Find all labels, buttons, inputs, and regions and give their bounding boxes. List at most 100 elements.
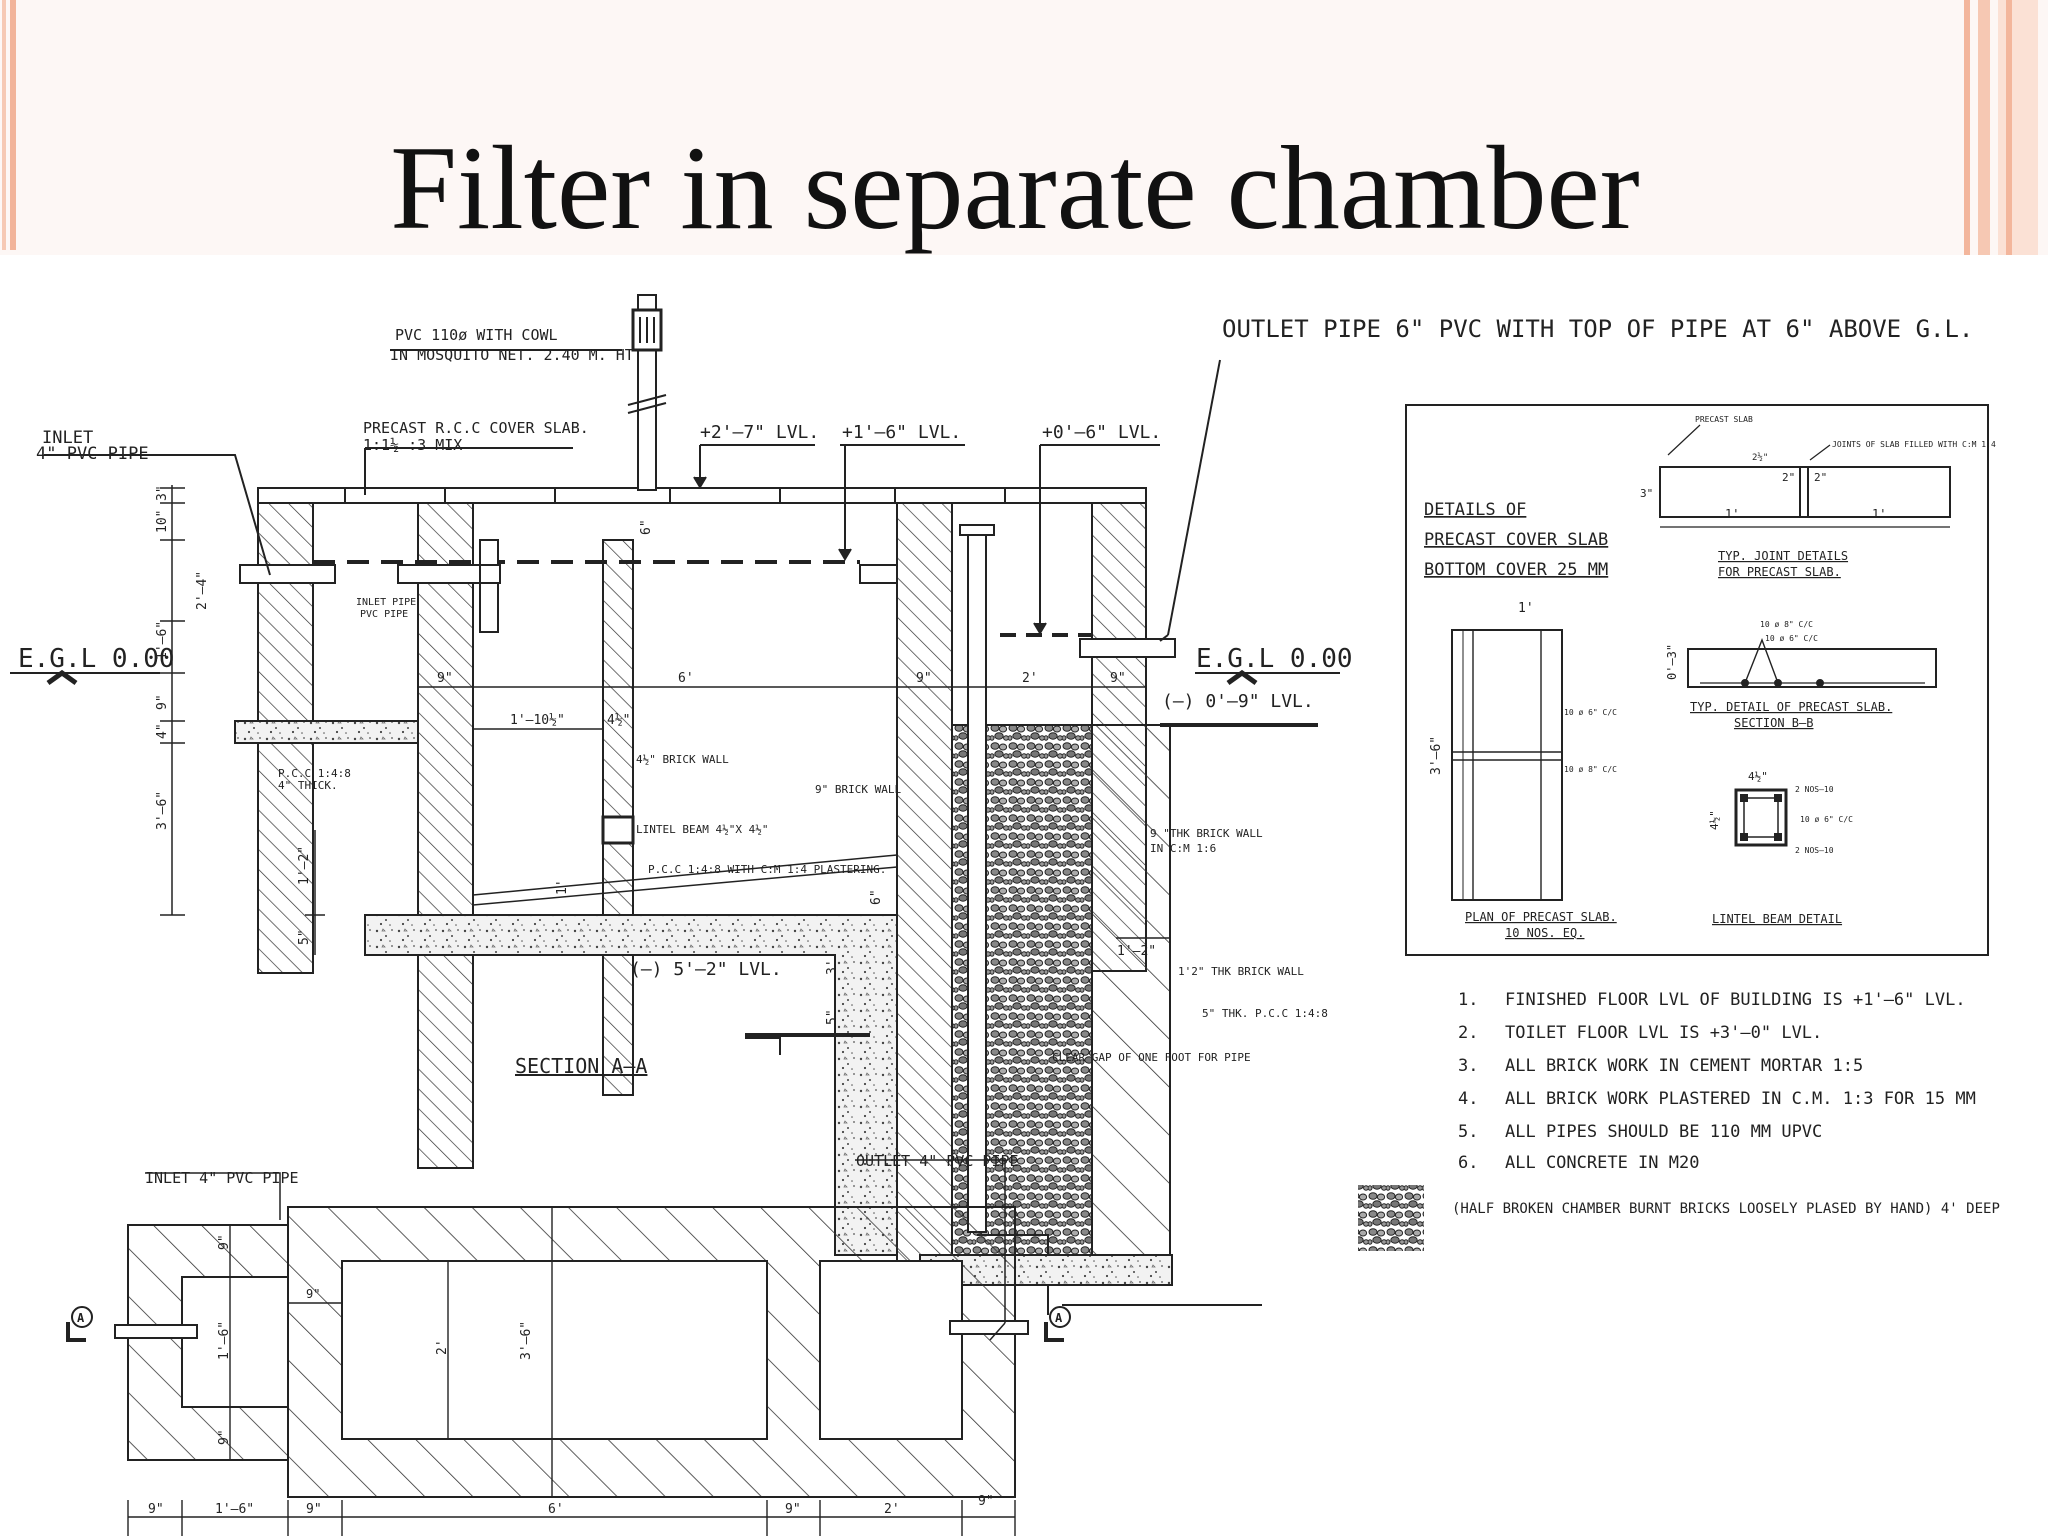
thk-brick-label-2: IN C:M 1:6 [1150,842,1216,855]
section-vertical-dims: 3" 10" 2'–4" 1'–6" 9" 4" 3'–6" 1'–2" 5" … [155,485,884,1025]
note-3-num: 3. [1458,1056,1478,1076]
vdim-1: 1' [555,879,570,895]
brick-wall-middle [896,502,953,1264]
plan-caption-1: PLAN OF PRECAST SLAB. [1465,910,1617,924]
plan-bottom-dim-2: 1'–6" [215,1502,254,1517]
plan-dim-3-6: 3'–6" [519,1321,534,1360]
note-3-text: ALL BRICK WORK IN CEMENT MORTAR 1:5 [1505,1056,1863,1076]
vdim-5-floor: 5" [825,1009,840,1025]
vdim-3-6: 3'–6" [155,791,170,830]
plan-caption-2: 10 NOS. EQ. [1505,926,1584,940]
egl-left-label: E.G.L 0.00 [18,644,175,674]
vdim-6-vent: 6" [639,519,654,535]
plan-inlet-chamber [181,1276,289,1408]
joint-dim-6: 2½" [1752,452,1768,463]
section-a-a [10,294,1340,1315]
vdim-3-floor: 3' [825,959,840,975]
dim-1-10-5: 1'–10½" [510,713,565,728]
note-5-num: 5. [1458,1122,1478,1142]
pcc-label-2: 4" THICK. [278,779,338,792]
lintel-beam-section [601,815,635,845]
vdim-1-2: 1'–2" [297,846,312,885]
plan-bottom-dim-5: 9" [785,1502,801,1517]
note-6-num: 6. [1458,1153,1478,1173]
thick-brick-wall [1091,724,1171,1256]
left-stripe-decoration [2,0,16,250]
section-bar-1: 10 ø 8" C/C [1760,620,1813,629]
plan-dim-9-top: 9" [217,1234,232,1250]
section-marker-right-icon [1049,1306,1071,1328]
note-2-text: TOILET FLOOR LVL IS +3'–0" LVL. [1505,1023,1822,1043]
plan-bottom-dim-4: 6' [548,1502,564,1517]
lintel-caption: LINTEL BEAM DETAIL [1712,912,1842,926]
inlet-pipe-label-2: PVC PIPE [360,609,408,620]
engineering-drawing: PVC 110ø WITH COWL IN MOSQUITO NET. 2.40… [10,294,2000,1536]
plan-bottom-dim-6: 2' [884,1502,900,1517]
dim-1-2-horizontal: 1'–2" [1117,944,1156,959]
outlet-pipe-note: OUTLET PIPE 6" PVC WITH TOP OF PIPE AT 6… [1222,315,1973,343]
pcc-5-label: 5" THK. P.C.C 1:4:8 [1202,1007,1328,1020]
typ-joint-caption-1: TYP. JOINT DETAILS [1718,549,1848,563]
pcc-label-1: P.C.C 1:4:8 [278,767,351,780]
egl-right-label: E.G.L 0.00 [1196,644,1353,674]
inlet-pipe-label-1: INLET PIPE [356,597,416,608]
plan-width-dim: 1' [1518,601,1534,616]
level-plus-1-6: +1'–6" LVL. [842,422,961,443]
note-2-num: 2. [1458,1023,1478,1043]
note-1-num: 1. [1458,990,1478,1010]
gravel-legend: (HALF BROKEN CHAMBER BURNT BRICKS LOOSEL… [1358,1185,2000,1251]
inlet-label-2: 4" PVC PIPE [36,444,149,464]
details-heading-3: BOTTOM COVER 25 MM [1424,560,1608,580]
joint-dim-5: 3" [1640,487,1653,500]
lintel-bar-top: 2 NOS–10 [1795,785,1834,794]
inlet-label-1: INLET [42,428,93,448]
plan-bar-1: 10 ø 6" C/C [1564,708,1617,717]
right-stripe-decoration [1964,0,2038,255]
clear-gap-label: CLEAR GAP OF ONE FOOT FOR PIPE [1052,1051,1251,1064]
joints-note: JOINTS OF SLAB FILLED WITH C:M 1:4 [1832,440,1996,449]
pvc-cowl-label-2: IN MOSQUITO NET. 2.40 M. HT [390,346,634,364]
joint-dim-4: 1' [1872,507,1886,521]
plan-outlet-label: OUTLET 4" PVC PIPE [856,1152,1019,1170]
note-6-text: ALL CONCRETE IN M20 [1505,1153,1699,1173]
plan-height-dim: 3'–6" [1429,736,1444,775]
vdim-3: 3" [155,485,170,501]
dim-2: 2' [1022,671,1038,686]
dim-9-mid: 9" [916,671,932,686]
inlet-tee-pipe [397,564,481,584]
joint-dim-2: 2" [1814,471,1827,484]
brick-wall-left [417,502,474,1169]
vdim-9: 9" [155,694,170,710]
pcc-base-left [234,720,419,744]
plan-dim-9-bottom: 9" [217,1429,232,1445]
pcc-plaster-label: P.C.C 1:4:8 WITH C:M 1:4 PLASTERING. [648,863,886,876]
cover-slab-label-2: 1:1½ :3 MIX [363,436,462,454]
details-labels: DETAILS OF PRECAST COVER SLAB BOTTOM COV… [1424,415,1996,940]
thk-12-brick-label: 1'2" THK BRICK WALL [1178,965,1304,978]
plan-bar-2: 10 ø 8" C/C [1564,765,1617,774]
plan-inlet-label: INLET 4" PVC PIPE [145,1169,299,1187]
vdim-5: 5" [297,929,312,945]
details-heading-2: PRECAST COVER SLAB [1424,530,1608,550]
note-5-text: ALL PIPES SHOULD BE 110 MM UPVC [1505,1122,1822,1142]
section-labels: PVC 110ø WITH COWL IN MOSQUITO NET. 2.40… [18,315,1973,1078]
plan-bottom-dim-3: 9" [306,1502,322,1517]
section-marker-left-icon [71,1306,93,1328]
gravel-legend-swatch [1358,1185,1424,1251]
inlet-pipe [239,564,336,584]
precast-slab-small-label: PRECAST SLAB [1695,415,1753,424]
details-heading-1: DETAILS OF [1424,500,1526,520]
lintel-width-dim: 4½" [1748,770,1768,783]
note-4-text: ALL BRICK WORK PLASTERED IN C.M. 1:3 FOR… [1505,1089,1976,1109]
thk-brick-label-1: 9 "THK BRICK WALL [1150,827,1263,840]
filter-pipe [967,531,987,1233]
lintel-stirrup: 10 ø 6" C/C [1800,815,1853,824]
brick-wall-9-label: 9" BRICK WALL [815,783,901,796]
level-minus-5-2: (–) 5'–2" LVL. [630,959,782,980]
plan-bottom-dim-7: 9" [978,1494,994,1509]
level-minus-0-9: (–) 0'–9" LVL. [1162,691,1314,712]
pvc-cowl-label-1: PVC 110ø WITH COWL [395,326,558,344]
section-marker-right-letter: A [1055,1311,1063,1325]
cover-slab-label-1: PRECAST R.C.C COVER SLAB. [363,419,589,437]
plan-view [66,1159,1071,1536]
